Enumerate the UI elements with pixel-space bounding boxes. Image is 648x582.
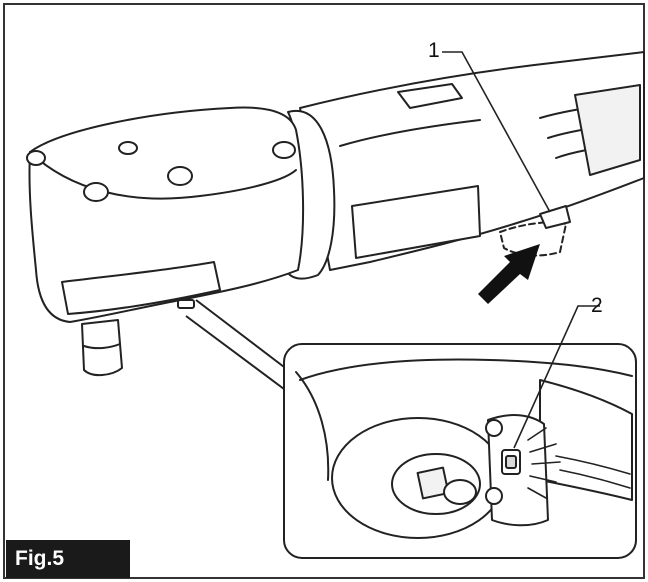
inset-led-lens: [505, 455, 517, 469]
tool-head-band: [61, 261, 221, 315]
screw-head: [118, 141, 138, 155]
inset-handle-line: [555, 455, 631, 475]
anvil-ring: [83, 343, 121, 350]
leader-line-2: [513, 305, 600, 449]
inset-screw: [485, 419, 503, 437]
inset-housing: [299, 358, 633, 381]
motor-housing-line: [339, 119, 481, 147]
screw-head: [83, 182, 109, 202]
inset-anvil-end: [443, 479, 477, 505]
inset-screw: [485, 487, 503, 505]
forward-reverse-switch: [397, 83, 463, 109]
screw-head: [167, 166, 193, 186]
push-arrow: [478, 244, 540, 304]
light-ray: [531, 461, 561, 465]
inset-detail: [283, 343, 637, 559]
led-window: [177, 299, 195, 309]
figure-label: Fig.5: [6, 540, 130, 578]
motor-housing-panel: [351, 185, 481, 259]
inset-housing: [295, 371, 330, 481]
callout-label-2: 2: [591, 294, 603, 317]
leader-line-1: [442, 51, 551, 213]
angle-impact-driver: [26, 51, 645, 376]
callout-label-1: 1: [428, 39, 440, 62]
light-ray: [527, 487, 547, 499]
light-ray: [527, 427, 547, 441]
battery-tab: [539, 205, 571, 229]
screw-head: [26, 150, 46, 166]
figure-frame: [3, 3, 645, 579]
screw-head: [272, 141, 296, 159]
light-ray: [529, 475, 557, 483]
light-ray: [529, 443, 557, 453]
inset-square-drive: [416, 466, 450, 500]
tool-head: [28, 106, 305, 323]
zoom-guide-line: [195, 299, 289, 371]
inset-handle-line: [559, 469, 631, 489]
tool-head-top: [29, 151, 297, 200]
zoom-guide-line: [185, 315, 289, 393]
grip-panel: [574, 84, 641, 176]
